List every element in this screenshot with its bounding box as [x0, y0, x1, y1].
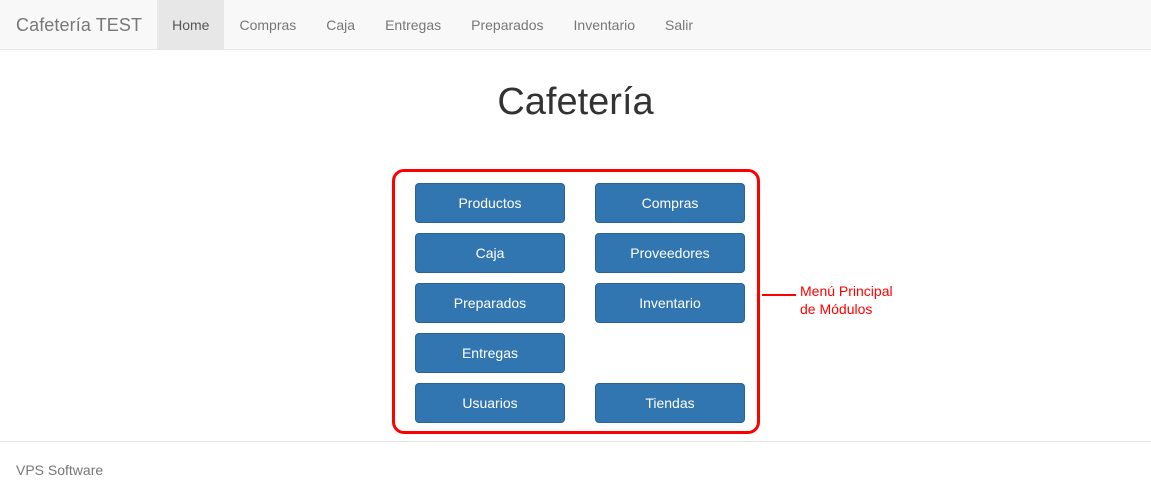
- navbar-brand[interactable]: Cafetería TEST: [16, 14, 143, 35]
- nav-item-compras[interactable]: Compras: [239, 16, 297, 33]
- navbar-menu: Home Compras Caja Entregas Preparados In…: [157, 0, 708, 49]
- top-navbar: Cafetería TEST Home Compras Caja Entrega…: [0, 0, 1151, 50]
- module-button-grid: Productos Caja Preparados Entregas Usuar…: [415, 183, 745, 423]
- nav-item-caja[interactable]: Caja: [326, 16, 356, 33]
- page-title: Cafetería: [497, 81, 654, 123]
- module-button-entregas[interactable]: Entregas: [415, 333, 565, 373]
- module-button-preparados[interactable]: Preparados: [415, 283, 565, 323]
- annotation-label-line2: de Módulos: [800, 301, 873, 317]
- module-button-proveedores[interactable]: Proveedores: [595, 233, 745, 273]
- nav-item-home[interactable]: Home: [157, 0, 225, 49]
- footer-divider: [0, 441, 1151, 442]
- module-button-tiendas[interactable]: Tiendas: [595, 383, 745, 423]
- module-button-caja[interactable]: Caja: [415, 233, 565, 273]
- module-button-inventario[interactable]: Inventario: [595, 283, 745, 323]
- nav-item-inventario[interactable]: Inventario: [573, 16, 635, 33]
- module-button-productos[interactable]: Productos: [415, 183, 565, 223]
- nav-item-entregas[interactable]: Entregas: [385, 16, 442, 33]
- module-grid-empty-slot: [595, 333, 745, 373]
- annotation-label: Menú Principal de Módulos: [800, 282, 893, 318]
- annotation-leader-line: [762, 294, 796, 296]
- module-button-usuarios[interactable]: Usuarios: [415, 383, 565, 423]
- nav-item-salir[interactable]: Salir: [665, 16, 694, 33]
- nav-item-preparados[interactable]: Preparados: [471, 16, 544, 33]
- module-column-right: Compras Proveedores Inventario Tiendas: [595, 183, 745, 423]
- module-button-compras[interactable]: Compras: [595, 183, 745, 223]
- footer-text: VPS Software: [16, 462, 104, 478]
- module-column-left: Productos Caja Preparados Entregas Usuar…: [415, 183, 565, 423]
- annotation-label-line1: Menú Principal: [800, 283, 893, 299]
- main-menu-panel-highlight: Productos Caja Preparados Entregas Usuar…: [392, 169, 760, 434]
